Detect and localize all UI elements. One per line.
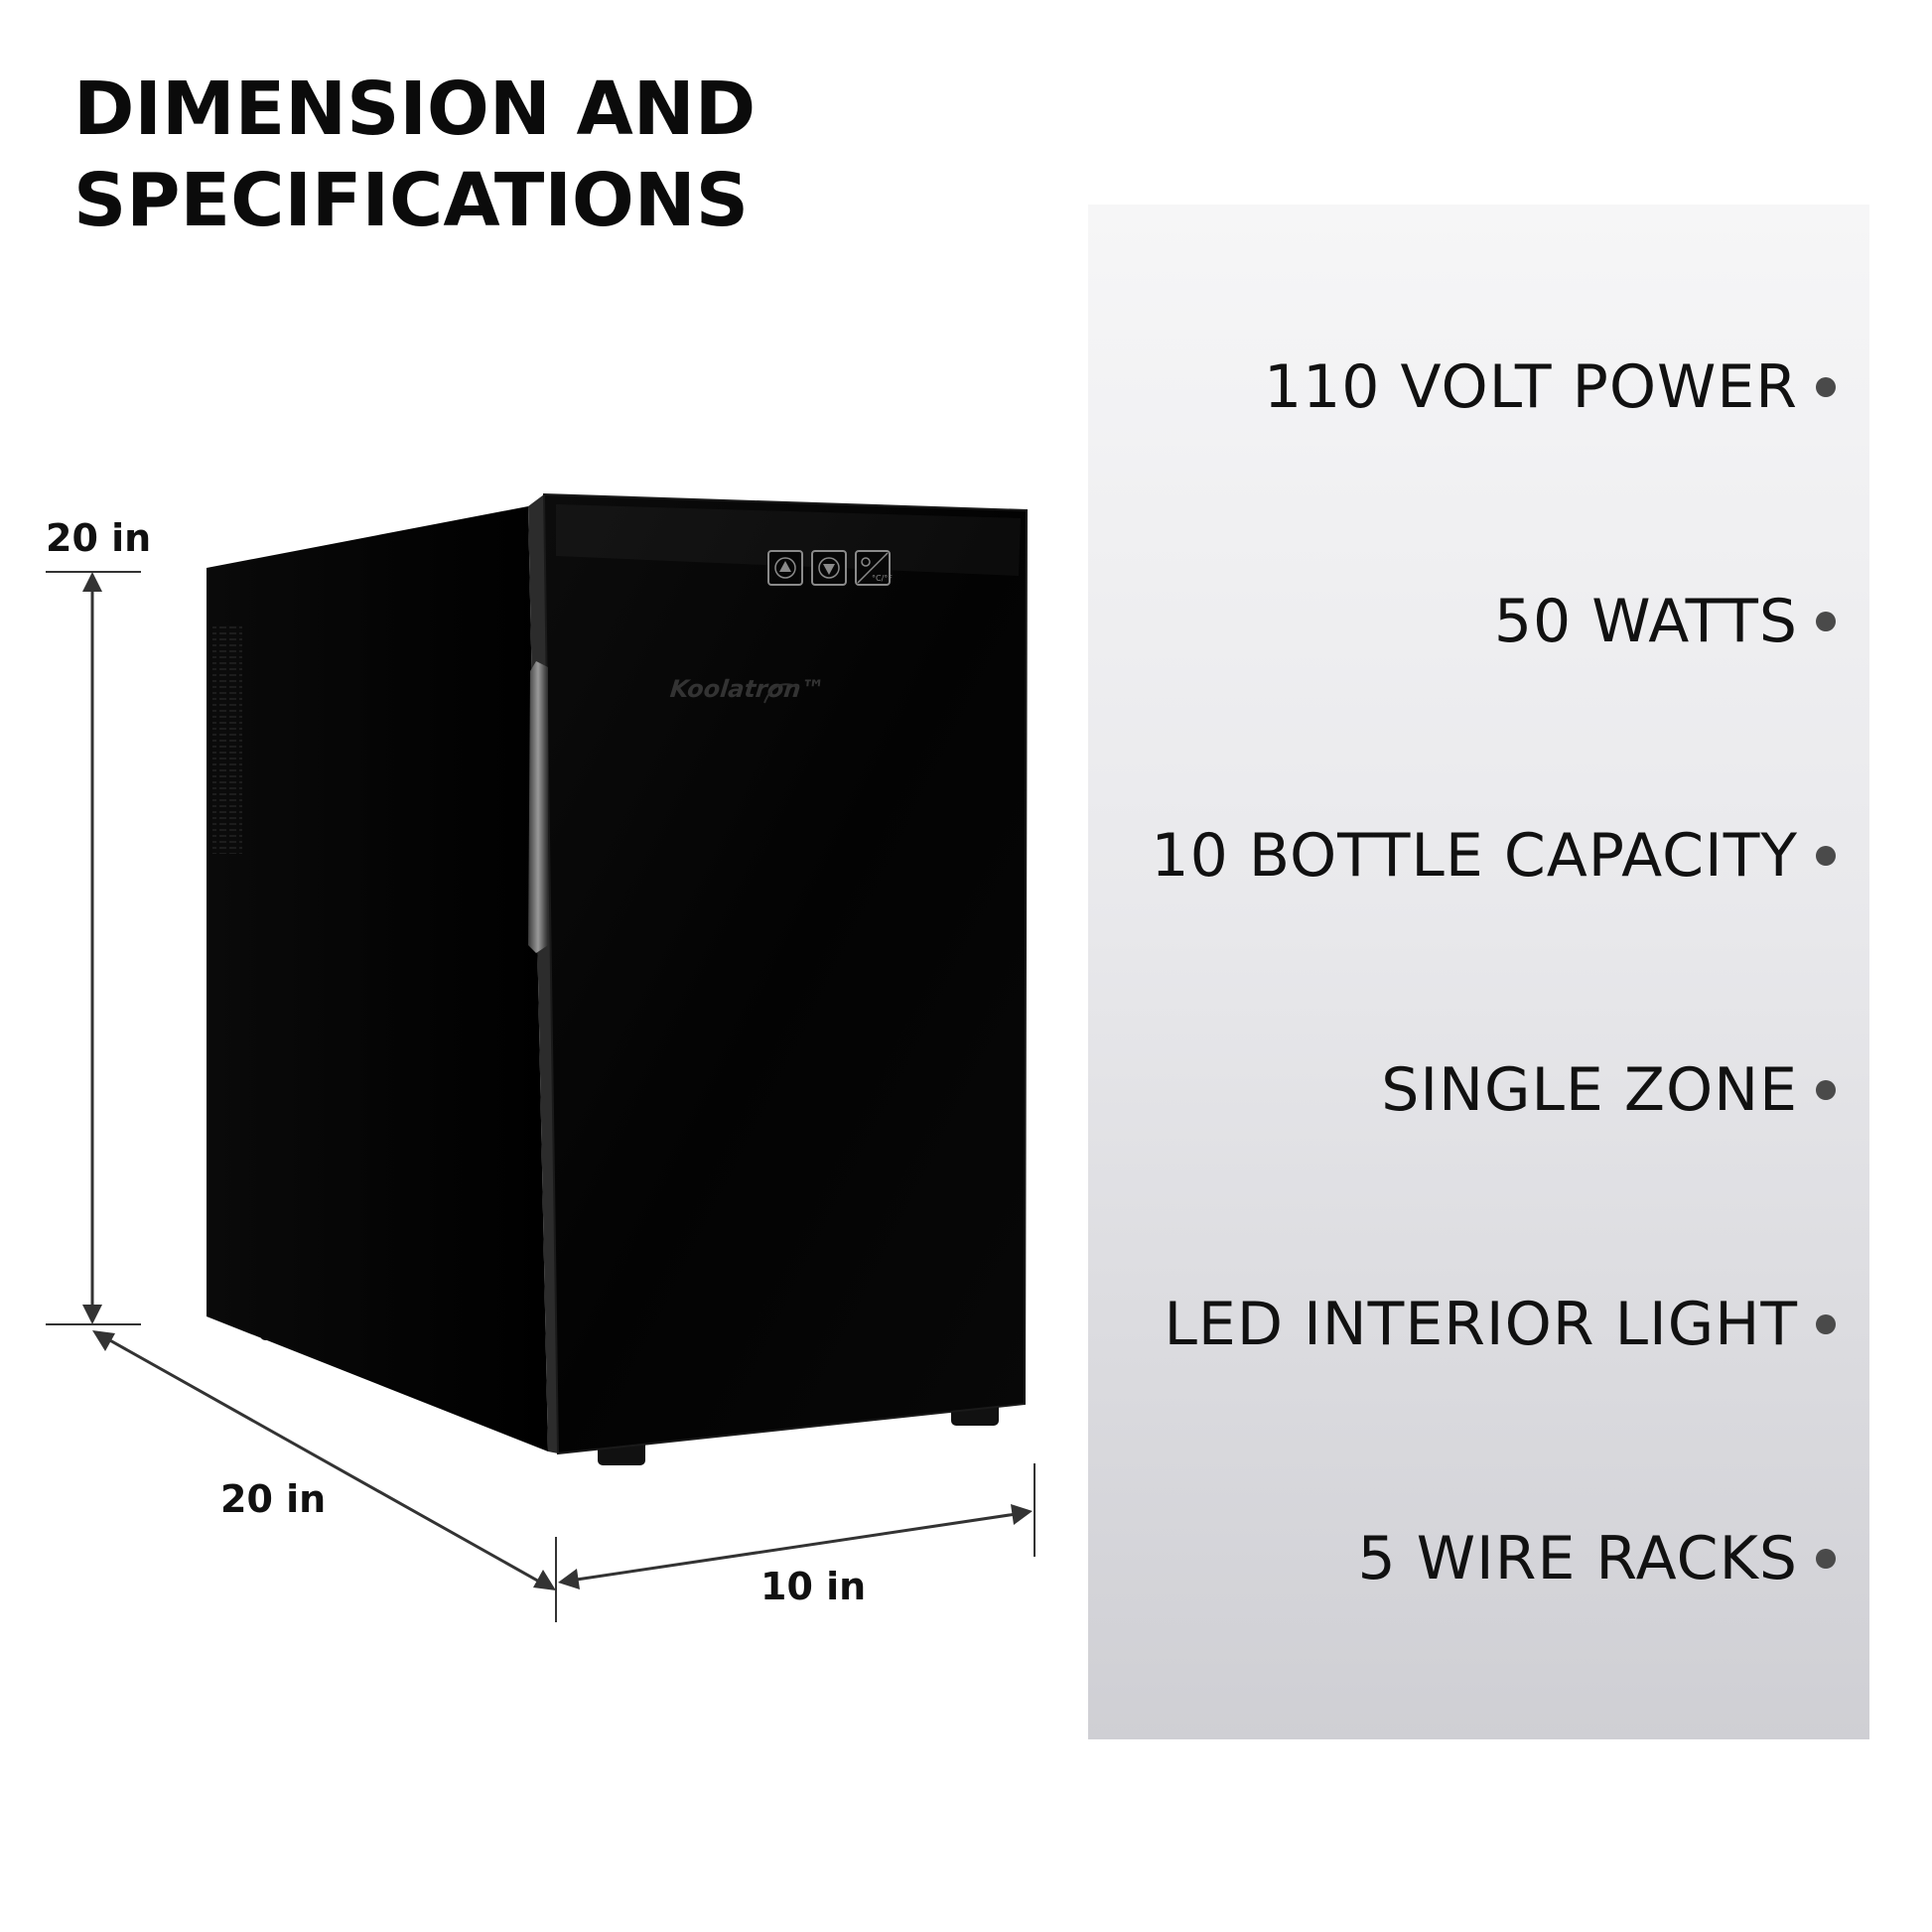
spec-item-power: 110 VOLT POWER [1264, 347, 1836, 427]
depth-arrow-start [92, 1330, 115, 1351]
spec-label: 5 WIRE RACKS [1357, 1524, 1798, 1593]
spec-panel: 110 VOLT POWER 50 WATTS 10 BOTTLE CAPACI… [1088, 205, 1869, 1739]
depth-arrow-end [533, 1570, 556, 1590]
door-glass-reflection [556, 504, 1021, 576]
width-label: 10 in [760, 1565, 867, 1608]
width-arrow-right [1011, 1504, 1033, 1525]
title-line-2: SPECIFICATIONS [73, 158, 749, 243]
bullet-icon [1816, 377, 1836, 397]
spec-item-light: LED INTERIOR LIGHT [1164, 1285, 1836, 1364]
spec-label: 10 BOTTLE CAPACITY [1151, 821, 1798, 891]
height-arrow-bottom [82, 1305, 102, 1324]
spec-label: 110 VOLT POWER [1263, 352, 1798, 422]
height-arrow-top [82, 572, 102, 592]
bullet-icon [1816, 1314, 1836, 1334]
spec-item-watts: 50 WATTS [1494, 582, 1836, 661]
spec-label: 50 WATTS [1493, 587, 1798, 656]
depth-dimension [92, 1330, 556, 1590]
spec-item-capacity: 10 BOTTLE CAPACITY [1151, 816, 1836, 896]
fridge-side-panel [207, 506, 548, 1451]
door-handle [528, 661, 548, 953]
down-triangle-icon [823, 564, 835, 575]
brand-logo: Koolatron™ [669, 675, 826, 703]
depth-label: 20 in [220, 1477, 327, 1521]
width-dimension [555, 1463, 1035, 1622]
light-unit-divider [857, 552, 889, 584]
spec-item-zone: SINGLE ZONE [1381, 1050, 1836, 1130]
up-triangle-icon [779, 561, 791, 572]
title-line-1: DIMENSION AND [73, 67, 757, 152]
down-ring [818, 557, 840, 579]
bullet-icon [1816, 846, 1836, 866]
page-title: DIMENSION AND SPECIFICATIONS [73, 64, 756, 246]
brand-logo-swoosh [763, 683, 799, 704]
control-panel: °C/°F [767, 550, 893, 586]
bullet-icon [1816, 1080, 1836, 1100]
bullet-icon [1816, 612, 1836, 631]
fridge-door [542, 492, 1029, 1455]
unit-text: °C/°F [872, 574, 893, 583]
height-label: 20 in [46, 516, 152, 560]
bullet-icon [1816, 1549, 1836, 1569]
width-line [569, 1511, 1024, 1583]
spec-label: SINGLE ZONE [1381, 1055, 1798, 1125]
spec-label: LED INTERIOR LIGHT [1164, 1290, 1798, 1359]
depth-line [98, 1332, 549, 1588]
width-arrow-left [558, 1569, 580, 1589]
light-unit-icon [861, 557, 871, 567]
side-vent [212, 625, 242, 854]
height-dimension [46, 571, 141, 1325]
spec-item-racks: 5 WIRE RACKS [1357, 1519, 1836, 1598]
up-ring [774, 557, 796, 579]
